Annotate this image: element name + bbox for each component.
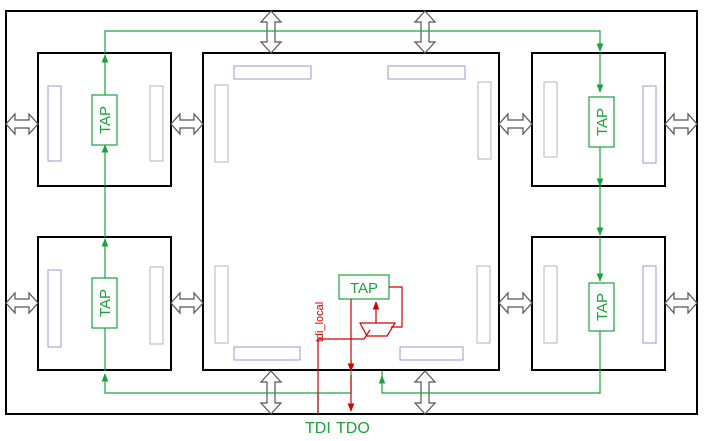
tdi-pin-label: TDI [305, 420, 331, 437]
tap-bottom-right: TAP [588, 282, 615, 332]
tap-label: TAP [97, 289, 114, 317]
tap-label: TAP [97, 106, 114, 134]
tap-top-left: TAP [91, 94, 118, 146]
bidirectional-arrow-icon [170, 291, 204, 315]
tdi-local-label: tdi_local [314, 302, 326, 342]
bidirectional-arrow-icon [170, 112, 204, 136]
pad [233, 65, 312, 80]
tap-bottom-left: TAP [91, 277, 118, 329]
tap-label: TAP [350, 280, 378, 297]
pad [543, 81, 558, 158]
pad [47, 269, 62, 348]
pads [47, 65, 657, 361]
local-link [389, 286, 403, 328]
tdo-pin-label: TDO [336, 420, 370, 437]
bidirectional-arrow-icon [664, 112, 698, 136]
tap-label: TAP [594, 293, 611, 321]
tap-center: TAP [338, 274, 390, 300]
pad [149, 266, 164, 345]
pad [642, 265, 657, 344]
bidirectional-arrow-icon [498, 291, 533, 315]
scan-chain [101, 30, 604, 414]
bidirectional-arrow-icon [5, 291, 39, 315]
tap-label: TAP [594, 108, 611, 136]
pad [149, 85, 164, 162]
pad [47, 85, 62, 162]
tdi-local-link [317, 329, 371, 414]
tap-top-right: TAP [588, 96, 615, 148]
pad [543, 265, 558, 344]
pad [642, 85, 657, 164]
chain-link [104, 30, 604, 53]
pad [214, 84, 229, 163]
pad [214, 265, 229, 344]
bidirectional-arrow-icon [259, 10, 283, 54]
local-tdi-path [317, 286, 403, 414]
bidirectional-arrow-icon [498, 112, 533, 136]
pad [477, 81, 492, 160]
pad [399, 346, 464, 361]
pad [387, 65, 466, 80]
tap-controllers: TAP TAP TAP TAP TAP [91, 94, 615, 332]
pad [476, 265, 491, 344]
bidirectional-arrow-icon [413, 10, 437, 54]
io-arrows-horizontal [5, 112, 698, 315]
bidirectional-arrow-icon [5, 112, 39, 136]
bidirectional-arrow-icon [664, 291, 698, 315]
pad [233, 346, 301, 361]
